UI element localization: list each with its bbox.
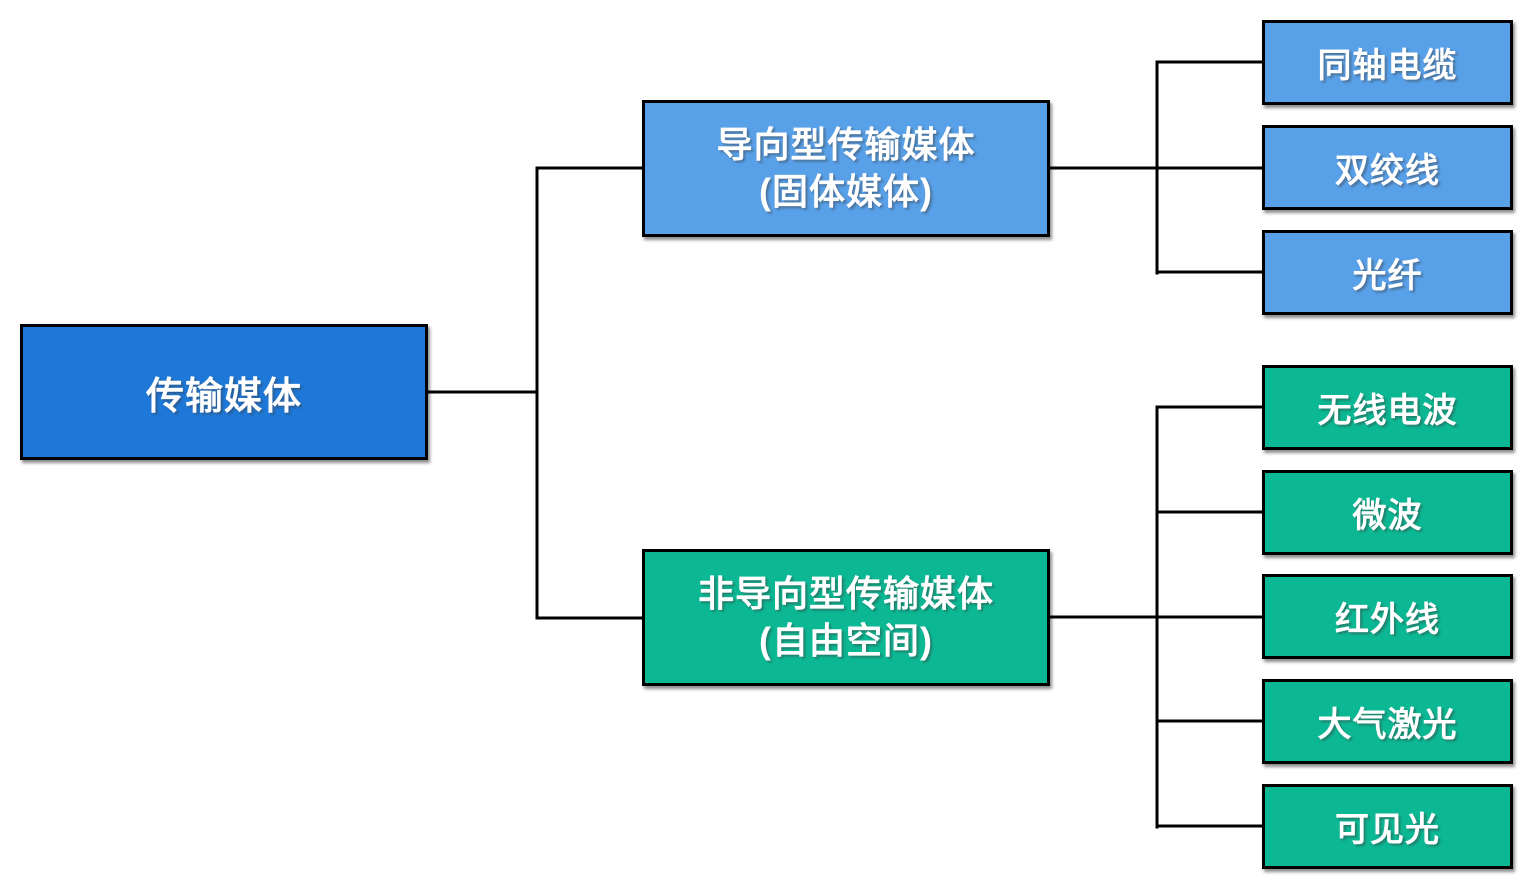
node-unguided-media: 非导向型传输媒体 (自由空间) [642, 549, 1050, 686]
node-optical-fiber: 光纤 [1262, 230, 1513, 315]
node-infrared: 红外线 [1262, 574, 1513, 659]
node-twisted-pair-label: 双绞线 [1335, 152, 1440, 190]
node-unguided-media-label-line1: 非导向型传输媒体 [697, 572, 994, 614]
node-guided-media-label-line1: 导向型传输媒体 [716, 123, 976, 165]
node-visible-light-label: 可见光 [1335, 811, 1440, 849]
node-transmission-media-label: 传输媒体 [145, 375, 302, 418]
node-unguided-media-label-line2: (自由空间) [759, 619, 933, 661]
node-guided-media: 导向型传输媒体 (固体媒体) [642, 100, 1050, 237]
node-transmission-media: 传输媒体 [20, 324, 428, 460]
node-visible-light: 可见光 [1262, 784, 1513, 869]
node-optical-fiber-label: 光纤 [1352, 257, 1423, 295]
node-microwave-label: 微波 [1352, 497, 1423, 535]
node-coaxial-cable: 同轴电缆 [1262, 20, 1513, 105]
node-atmospheric-laser: 大气激光 [1262, 679, 1513, 764]
node-microwave: 微波 [1262, 470, 1513, 555]
node-atmospheric-laser-label: 大气激光 [1317, 706, 1458, 744]
node-guided-media-label-line2: (固体媒体) [759, 170, 933, 212]
node-coaxial-cable-label: 同轴电缆 [1317, 47, 1458, 85]
node-twisted-pair: 双绞线 [1262, 125, 1513, 210]
node-radio-wave-label: 无线电波 [1317, 392, 1458, 430]
node-radio-wave: 无线电波 [1262, 365, 1513, 450]
node-infrared-label: 红外线 [1335, 601, 1440, 639]
